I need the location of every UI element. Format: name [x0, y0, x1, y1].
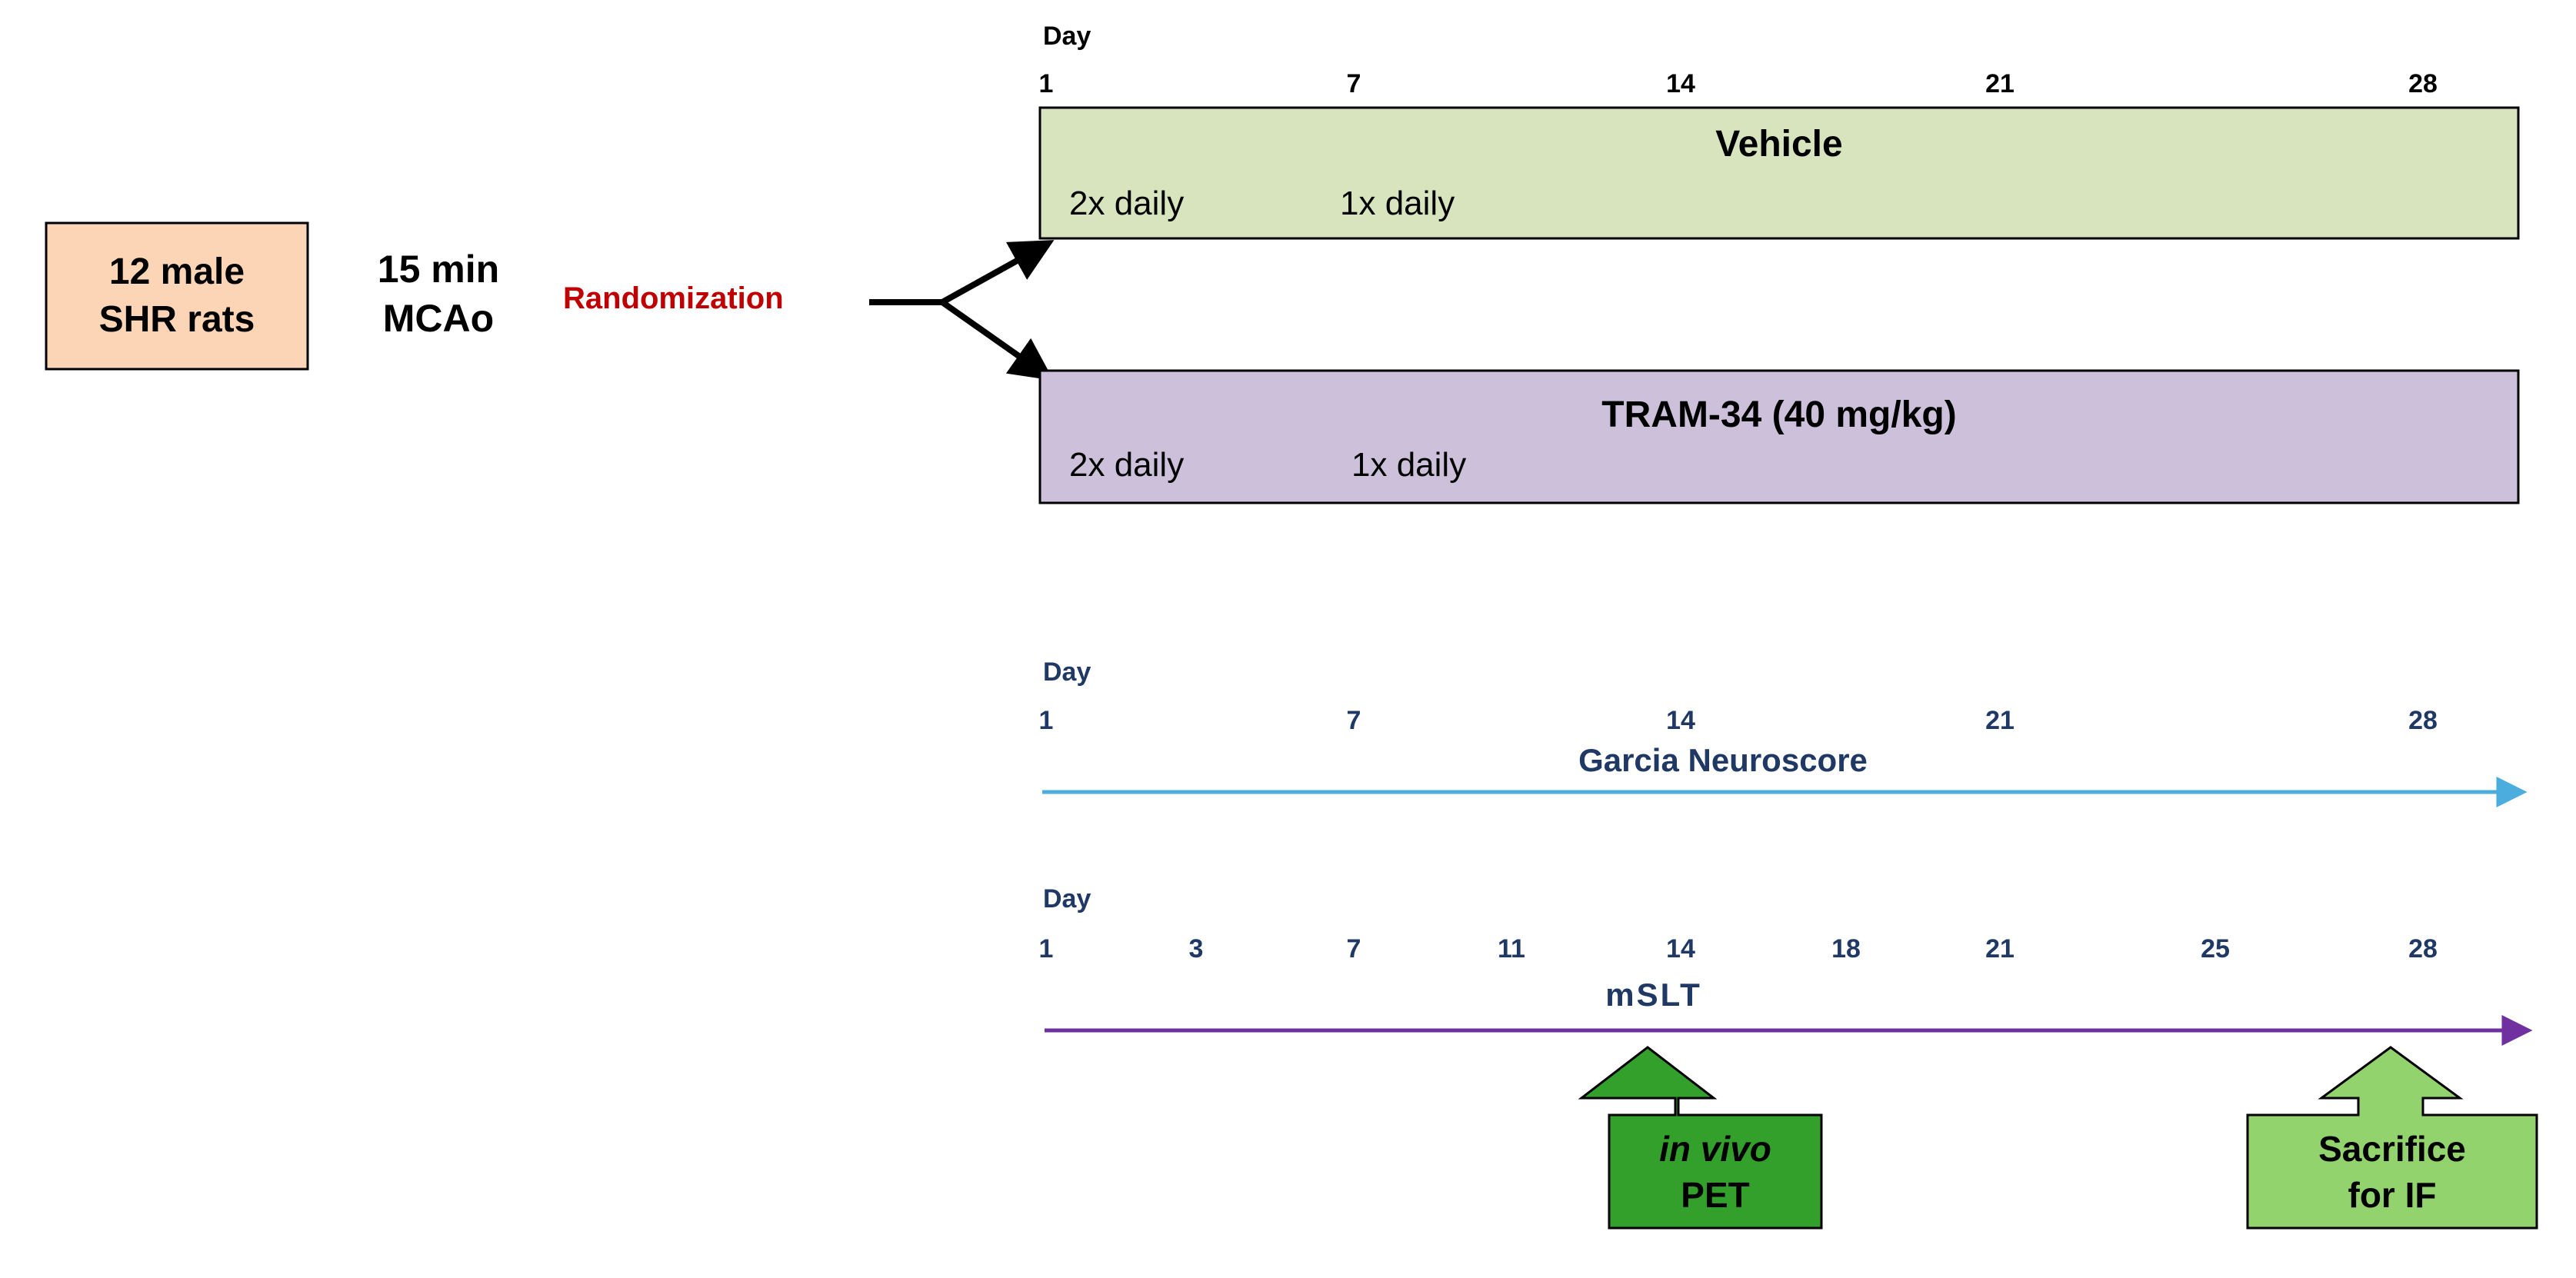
randomization-branch-arrows — [869, 240, 1055, 381]
mslt-day-tick: 25 — [2201, 934, 2230, 963]
pet-line1: in vivo — [1659, 1128, 1771, 1169]
garcia-day-tick: 7 — [1346, 706, 1361, 735]
garcia-day-tick: 21 — [1985, 706, 2014, 735]
subjects-line1: 12 male — [108, 251, 245, 292]
procedure-line2: MCAo — [382, 297, 495, 340]
mslt-day-tick: 7 — [1346, 934, 1361, 963]
vehicle-group-name: Vehicle — [1715, 124, 1843, 165]
mslt-day-tick: 11 — [1498, 934, 1525, 963]
mslt-day-tick: 1 — [1038, 934, 1054, 963]
sacrifice-line1: Sacrifice — [2318, 1128, 2466, 1169]
garcia-day-tick: 14 — [1666, 706, 1695, 735]
mslt-day-tick: 14 — [1666, 934, 1695, 963]
treatment-day-tick: 21 — [1985, 69, 2014, 98]
garcia-day-label: Day — [1043, 657, 1091, 687]
vehicle-dosing-2x: 2x daily — [1069, 185, 1185, 222]
tram34-dosing-2x: 2x daily — [1069, 446, 1185, 484]
mslt-day-tick: 21 — [1985, 934, 2014, 963]
treatment-day-tick: 7 — [1346, 69, 1361, 98]
garcia-day-tick: 28 — [2408, 706, 2438, 735]
tram34-group-bar — [1038, 369, 2520, 504]
mslt-timeline-label: mSLT — [1605, 977, 1702, 1013]
garcia-timeline-label: Garcia Neuroscore — [1578, 742, 1868, 778]
mslt-day-tick: 3 — [1188, 934, 1204, 963]
mslt-day-tick: 18 — [1831, 934, 1861, 963]
mslt-day-tick: 28 — [2408, 934, 2438, 963]
tram34-dosing-1x: 1x daily — [1351, 446, 1467, 484]
treatment-day-label: Day — [1043, 22, 1091, 51]
randomization-label: Randomization — [563, 281, 784, 315]
subjects-box — [45, 221, 309, 371]
mslt-day-label: Day — [1043, 884, 1091, 914]
subjects-line2: SHR rats — [98, 299, 255, 340]
treatment-day-tick: 14 — [1666, 69, 1695, 98]
garcia-day-tick: 1 — [1038, 706, 1054, 735]
procedure-line1: 15 min — [377, 248, 500, 291]
vehicle-dosing-1x: 1x daily — [1340, 185, 1455, 222]
sacrifice-event-arrow — [2246, 1046, 2538, 1230]
sacrifice-line2: for IF — [2348, 1174, 2437, 1215]
treatment-day-tick: 1 — [1038, 69, 1054, 98]
vehicle-group-bar — [1038, 106, 2520, 240]
pet-line2: PET — [1681, 1174, 1750, 1215]
tram34-group-name: TRAM-34 (40 mg/kg) — [1601, 394, 1957, 435]
treatment-day-tick: 28 — [2408, 69, 2438, 98]
pet-event-arrow — [1578, 1046, 1823, 1230]
sacrifice-event-label: Sacrifice for IF — [2248, 1117, 2537, 1226]
